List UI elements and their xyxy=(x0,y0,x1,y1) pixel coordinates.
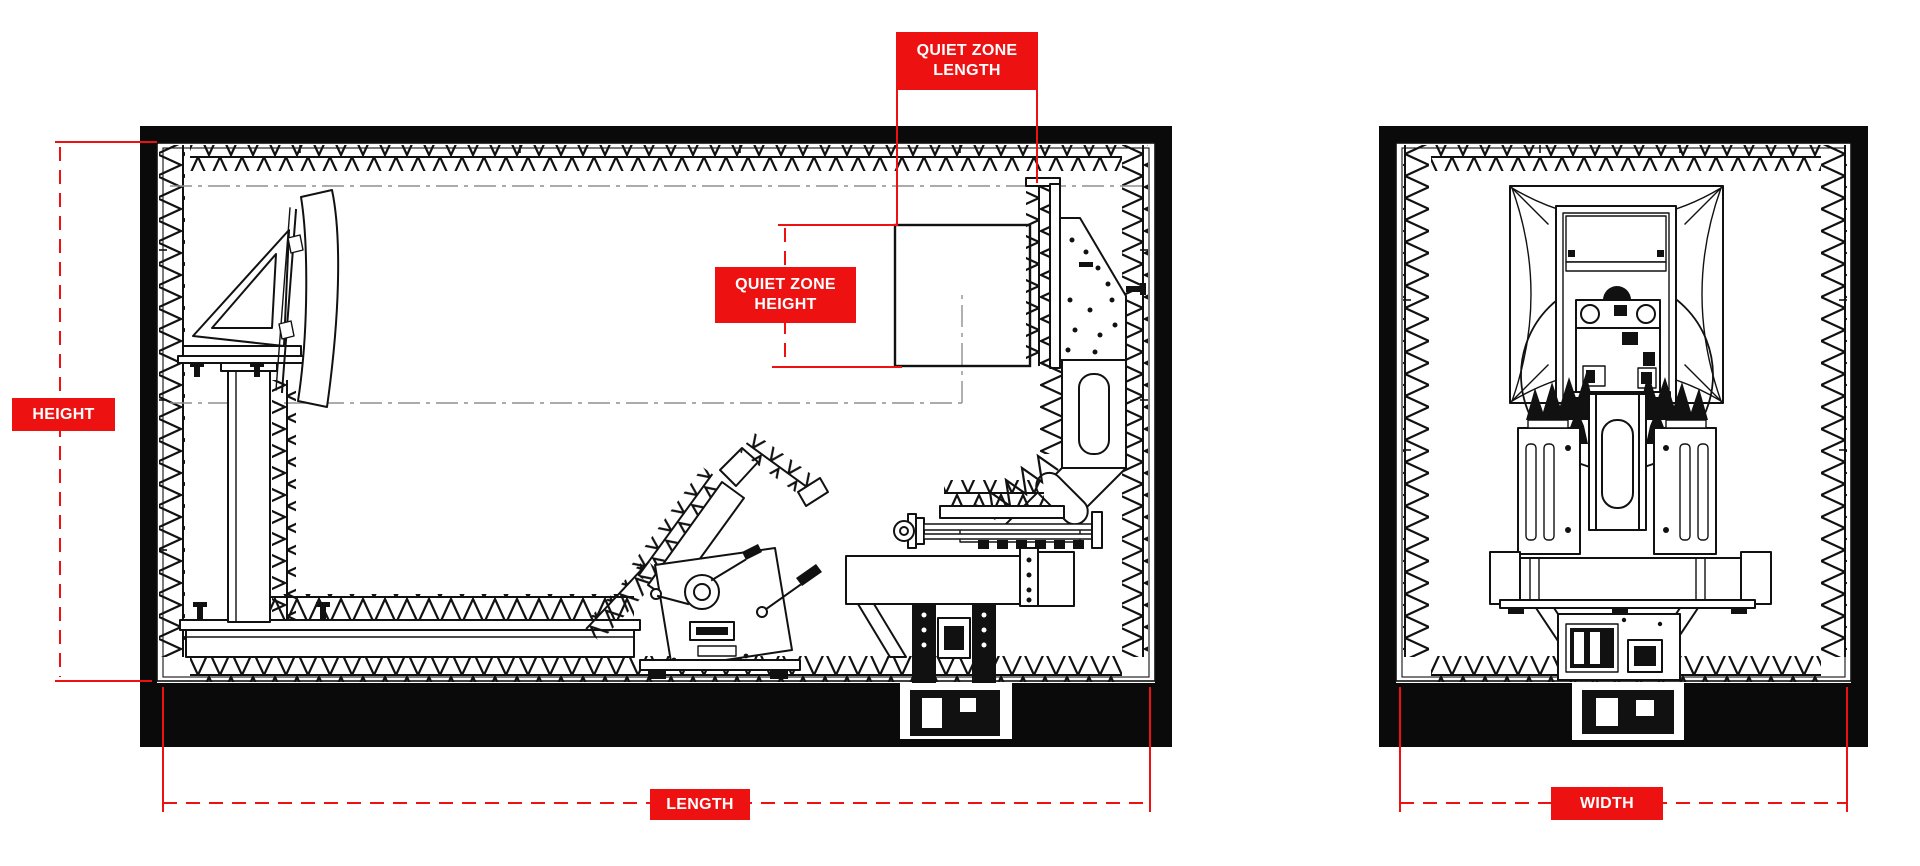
height-label: HEIGHT xyxy=(12,398,115,431)
dimension-lines-front xyxy=(1399,687,1848,812)
base-slab-side xyxy=(140,683,1172,747)
left-wall-absorbers-front xyxy=(1403,145,1429,657)
right-wall-absorbers-front xyxy=(1821,145,1847,657)
length-label-text: LENGTH xyxy=(666,795,734,813)
side-view xyxy=(55,90,1172,812)
quiet-zone-height-label-line2: HEIGHT xyxy=(754,296,817,313)
reflector-front-view xyxy=(1489,185,1772,740)
length-label: LENGTH xyxy=(650,789,750,820)
collimator-reflector xyxy=(177,189,641,658)
left-wall-absorbers-side xyxy=(159,145,185,657)
feed-positioner xyxy=(582,432,829,679)
quiet-zone-height-label-line1: QUIET ZONE xyxy=(735,276,836,294)
width-label: WIDTH xyxy=(1551,787,1663,820)
height-label-text: HEIGHT xyxy=(32,405,95,423)
front-view xyxy=(1379,126,1868,812)
quiet-zone-length-label-line2: LENGTH xyxy=(933,62,1001,79)
quiet-zone-length-label: QUIET ZONE LENGTH xyxy=(896,32,1038,90)
width-label-text: WIDTH xyxy=(1580,794,1634,812)
quiet-zone-height-label: QUIET ZONE HEIGHT xyxy=(715,267,856,323)
ceiling-absorbers-side xyxy=(190,145,1122,171)
aut-positioner xyxy=(845,177,1146,739)
ceiling-absorbers-front xyxy=(1431,145,1821,171)
quiet-zone-length-label-line1: QUIET ZONE xyxy=(916,42,1018,60)
